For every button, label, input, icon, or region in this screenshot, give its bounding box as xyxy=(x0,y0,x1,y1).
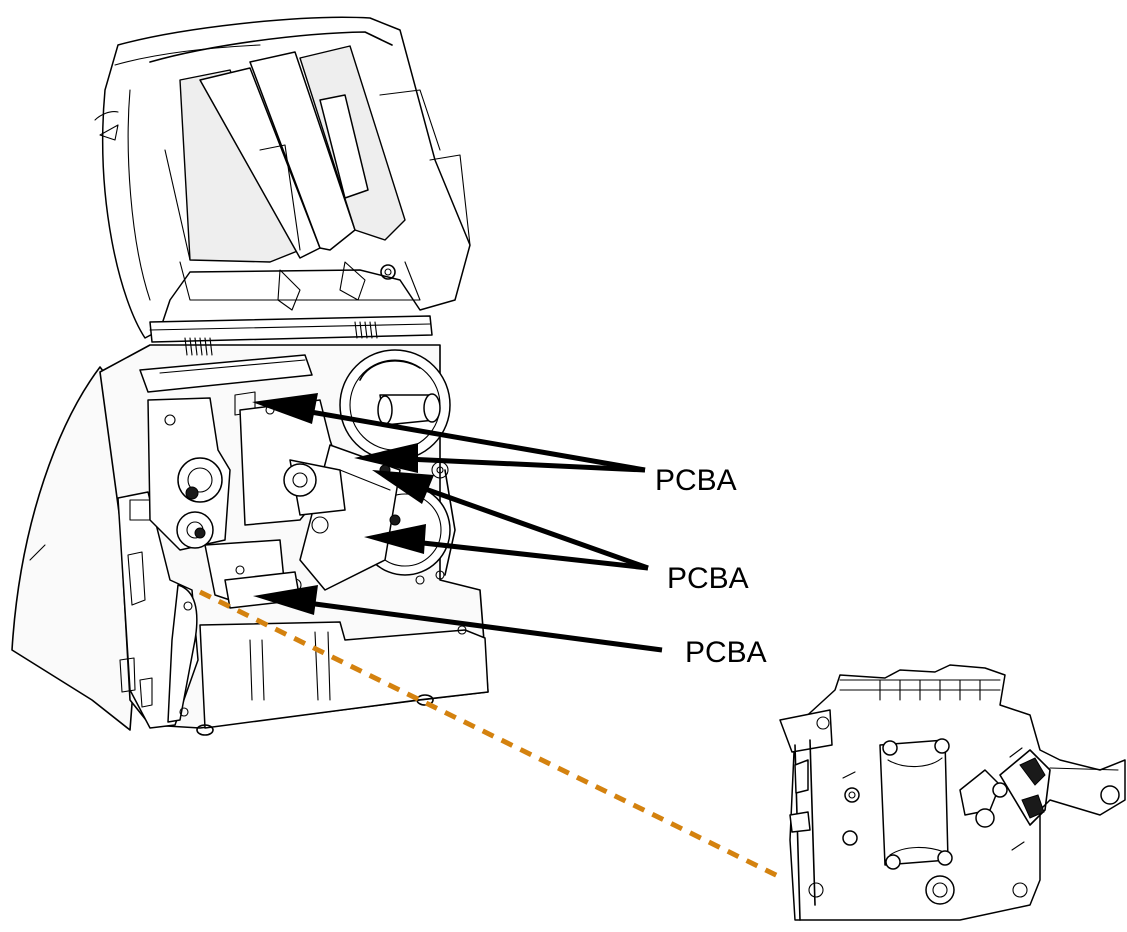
platen-roller xyxy=(149,315,433,356)
callout-2-arrowhead-b xyxy=(364,524,426,554)
printer-side-panel xyxy=(11,366,141,731)
callout-3-arrow xyxy=(284,597,663,653)
print-head-assembly xyxy=(239,399,401,592)
callout-1-arrow-b xyxy=(384,455,646,473)
bracket-body xyxy=(789,664,1126,921)
callout-label-1: PCBA xyxy=(655,464,737,497)
printer-illustration xyxy=(11,16,489,736)
detail-leader-line xyxy=(198,589,780,879)
callout-3-arrowhead xyxy=(253,585,318,615)
callout-1-arrowhead-b xyxy=(354,443,418,473)
lid-ribs xyxy=(164,45,471,311)
callout-1-arrowhead-a xyxy=(252,393,318,424)
callout-2-arrowhead-a xyxy=(372,470,434,504)
callout-label-3: PCBA xyxy=(685,636,767,669)
callout-1-arrow-a xyxy=(281,404,646,473)
callout-2-arrow-b xyxy=(395,537,649,571)
callout-arrows xyxy=(252,393,663,653)
ribbon-spindle xyxy=(339,349,451,461)
card-feed-mechanism xyxy=(147,397,231,551)
pcba-detail-part xyxy=(779,664,1126,921)
sensor-board xyxy=(879,739,949,866)
printer-base xyxy=(199,621,489,729)
callout-label-2: PCBA xyxy=(667,562,749,595)
callout-2-arrow-a xyxy=(399,477,649,571)
